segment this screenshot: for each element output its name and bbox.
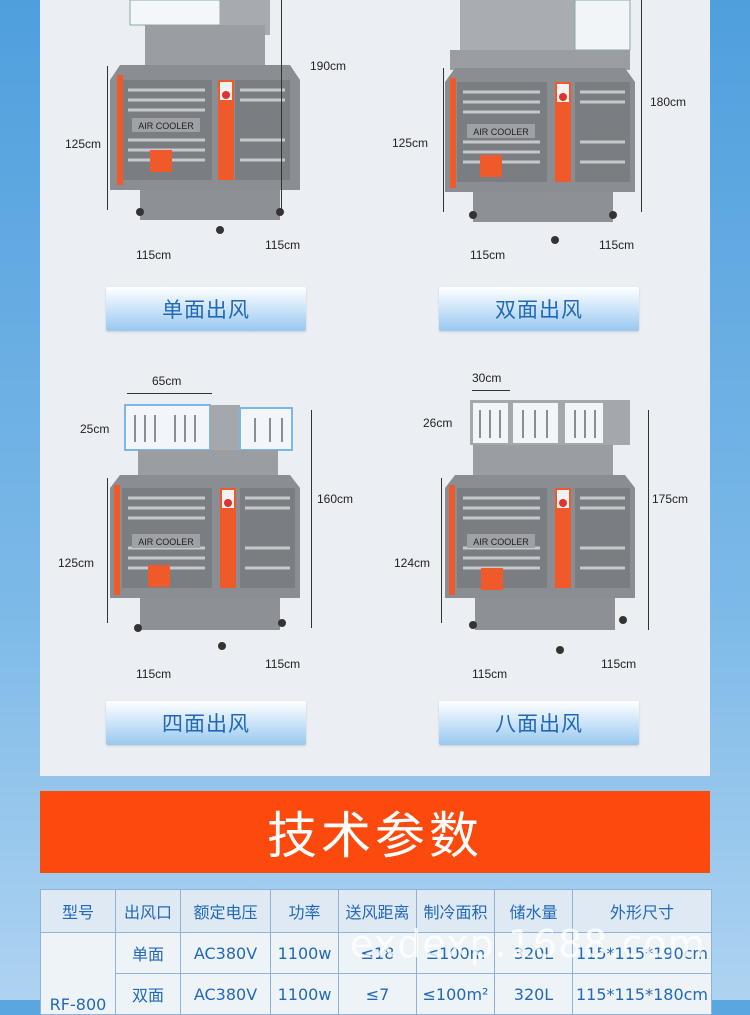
product-double-outlet: AIR COOLER 180cm 125cm 115cm 115cm: [392, 0, 695, 330]
top-width-label: 30cm: [472, 371, 502, 385]
body-height-label: 125cm: [392, 136, 429, 150]
caption-double-outlet: 双面出风: [439, 287, 639, 331]
height-dimension-line: [311, 410, 312, 628]
body-height-label: 125cm: [58, 556, 95, 570]
cell-area: ≤100m²: [416, 973, 495, 1015]
cell-distance: ≤18: [338, 932, 417, 974]
caption-eight-outlet: 八面出风: [439, 701, 639, 745]
width-left-label: 115cm: [136, 248, 172, 262]
air-cooler-eight-outlet-image: AIR COOLER: [445, 400, 635, 654]
body-height-label: 124cm: [394, 556, 431, 570]
height-dimension-line: [281, 0, 282, 210]
height-label: 160cm: [317, 492, 354, 506]
air-cooler-four-outlet-image: AIR COOLER: [110, 404, 300, 650]
height-label: 180cm: [650, 95, 687, 109]
width-right-label: 115cm: [599, 238, 635, 252]
width-right-label: 115cm: [601, 657, 637, 671]
height-label: 190cm: [310, 59, 347, 73]
height-dimension-line: [648, 410, 649, 630]
body-height-dimension-line: [107, 66, 108, 210]
top-height-label: 25cm: [80, 422, 110, 436]
header-model: 型号: [40, 889, 116, 933]
header-distance: 送风距离: [338, 889, 417, 933]
width-left-label: 115cm: [472, 667, 508, 681]
header-voltage: 额定电压: [180, 889, 271, 933]
header-power: 功率: [270, 889, 339, 933]
cell-voltage: AC380V: [180, 932, 271, 974]
cell-power: 1100w: [270, 973, 339, 1015]
product-four-outlet: AIR COOLER 65cm 25cm 160cm 125cm 115cm 1…: [58, 370, 360, 700]
caption-four-outlet: 四面出风: [106, 701, 306, 745]
product-single-outlet: AIR COOLER 190cm 125cm 115cm 115cm: [60, 0, 360, 330]
header-outlet: 出风口: [115, 889, 181, 933]
header-area: 制冷面积: [416, 889, 495, 933]
section-title: 技术参数: [40, 791, 710, 873]
cell-model: RF-800: [40, 932, 116, 1015]
device-label: AIR COOLER: [473, 537, 529, 547]
device-label: AIR COOLER: [473, 127, 529, 137]
cell-area: ≤100m: [416, 932, 495, 974]
body-height-dimension-line: [443, 68, 444, 212]
header-size: 外形尺寸: [572, 889, 712, 933]
caption-single-outlet: 单面出风: [106, 287, 306, 331]
header-water: 储水量: [494, 889, 573, 933]
width-left-label: 115cm: [136, 667, 172, 681]
air-cooler-single-outlet-image: AIR COOLER: [110, 0, 300, 234]
top-width-label: 65cm: [152, 374, 182, 388]
cell-distance: ≤7: [338, 973, 417, 1015]
cell-power: 1100w: [270, 932, 339, 974]
body-height-dimension-line: [107, 478, 108, 623]
cell-size: 115*115*190cm: [572, 932, 712, 974]
device-label: AIR COOLER: [138, 537, 194, 547]
width-right-label: 115cm: [265, 238, 301, 252]
cell-water: 320L: [494, 973, 573, 1015]
table-row: 双面 AC380V 1100w ≤7 ≤100m² 320L 115*115*1…: [41, 973, 712, 1015]
table-row: RF-800 单面 AC380V 1100w ≤18 ≤100m 320L 11…: [40, 932, 712, 1015]
height-label: 175cm: [652, 492, 689, 506]
device-label: AIR COOLER: [138, 121, 194, 131]
cell-water: 320L: [494, 932, 573, 974]
product-eight-outlet: AIR COOLER 30cm 26cm 175cm 124cm 115cm 1…: [394, 370, 695, 700]
cell-size: 115*115*180cm: [572, 973, 712, 1015]
cell-outlet: 双面: [115, 973, 181, 1015]
top-width-dimension-line: [472, 390, 510, 391]
spec-table: 型号 出风口 额定电压 功率 送风距离 制冷面积 储水量 外形尺寸 RF-800…: [40, 889, 712, 1015]
width-right-label: 115cm: [265, 657, 301, 671]
air-cooler-double-outlet-image: AIR COOLER: [445, 0, 635, 244]
body-height-dimension-line: [441, 478, 442, 623]
top-height-label: 26cm: [423, 416, 453, 430]
cell-voltage: AC380V: [180, 973, 271, 1015]
height-dimension-line: [641, 0, 642, 212]
width-left-label: 115cm: [470, 248, 506, 262]
top-width-dimension-line: [127, 393, 212, 394]
spec-table-header-row: 型号 出风口 额定电压 功率 送风距离 制冷面积 储水量 外形尺寸: [40, 889, 712, 933]
cell-outlet: 单面: [115, 932, 181, 974]
body-height-label: 125cm: [65, 137, 102, 151]
